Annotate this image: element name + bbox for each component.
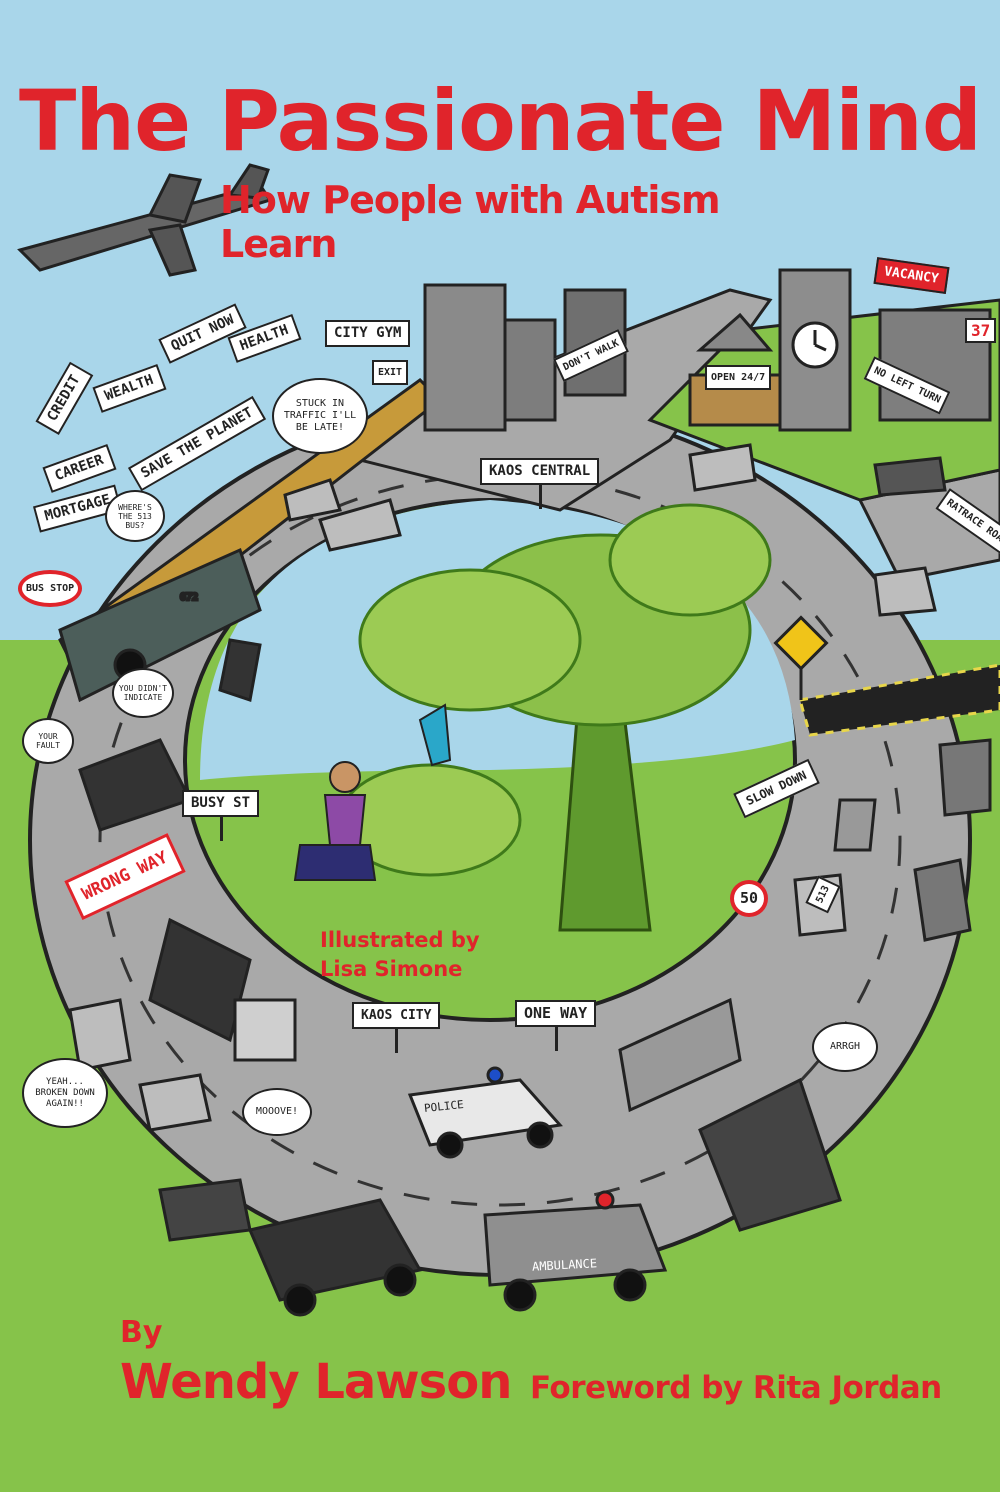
crashed-cars [78,738,842,1232]
siren-icon [595,1190,615,1210]
lorry [618,997,742,1113]
illustrator-credit: Illustrated by Lisa Simone [320,926,480,984]
sign-busy-st: BUSY ST [182,790,260,841]
traffic-cars [68,443,992,1242]
siren-icon [486,1066,504,1084]
person-illustration [293,761,377,881]
bubble-moove: MOOOVE! [242,1088,312,1136]
bubble-arrgh: ARRGH [812,1022,878,1072]
city-buildings [423,268,992,432]
sign-city-gym: CITY GYM [325,320,411,347]
bubble-broken-down: YEAH... BROKEN DOWN AGAIN!! [22,1058,108,1128]
book-title: The Passionate Mind [19,72,982,170]
warning-sign-icon [773,615,829,671]
sign-exit: EXIT [372,360,409,385]
parrot-icon [418,703,452,767]
sign-kaos-city: KAOS CITY [352,1002,441,1053]
house-number: 37 [965,318,997,343]
illustrator-credit-line2: Lisa Simone [320,957,463,981]
bubble-wheres-bus: WHERE'S THE 513 BUS? [105,490,165,542]
author-name: Wendy Lawson [120,1354,512,1410]
road-barrier [798,663,1000,737]
by-label: By [120,1315,163,1350]
tow-truck [247,1198,423,1317]
sign-one-way: ONE WAY [515,1000,597,1051]
sign-bus-stop: BUS STOP [18,570,83,607]
bubble-didnt-indicate: YOU DIDN'T INDICATE [112,668,174,718]
book-subtitle: How People with Autism Learn [220,178,721,266]
sign-speed-limit: 50 [730,880,769,917]
airplane-icon [17,163,273,277]
foreword-credit: Foreword by Rita Jordan [530,1370,942,1406]
truck [148,917,297,1062]
police-car [407,1066,563,1159]
bubble-stuck-in-traffic: STUCK IN TRAFFIC I'LL BE LATE! [272,378,368,454]
lane-markings [98,473,902,1207]
ambulance [483,1190,668,1312]
illustrator-credit-line1: Illustrated by [320,928,480,952]
sign-open: OPEN 24/7 [705,365,772,390]
bus-number: 672 [180,592,198,603]
bubble-your-fault: YOUR FAULT [22,718,74,764]
sign-kaos-central: KAOS CENTRAL [480,458,600,509]
